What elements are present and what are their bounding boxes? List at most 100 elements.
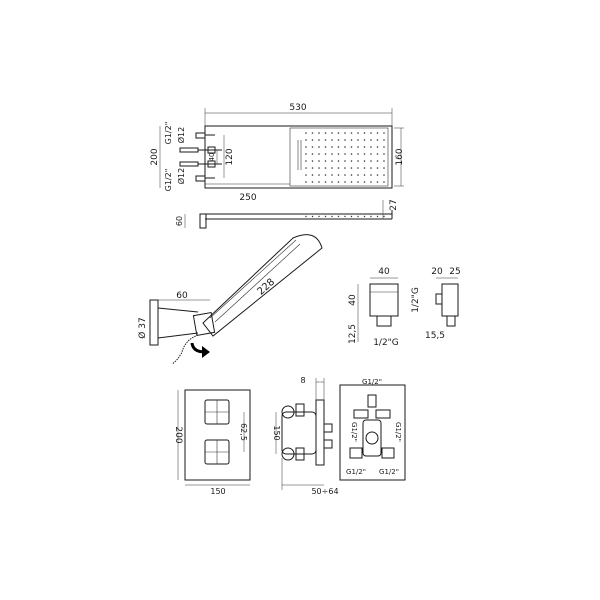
nozzle-dot [376,174,379,176]
mixer-plate [184,389,251,481]
label-outlet-thread: 1/2"G [411,287,421,313]
nozzle-dot [331,132,333,134]
nozzle-dot [350,153,353,155]
dim-37: Ø 37 [137,317,148,338]
nozzle-dot [318,132,320,134]
dim-20: 20 [431,267,443,277]
valve-core [362,419,382,457]
top-nozzle-dot [324,215,327,218]
label-d12-top: Ø12 [176,127,186,143]
nozzle-dot [376,146,379,148]
nozzle-dot [318,160,320,162]
dim-60-holder: 60 [176,291,188,301]
label-valve-bl: G1/2" [346,468,366,476]
nozzle-dot [383,174,385,176]
outlet-bottom [179,161,199,167]
nozzle-dot [305,160,307,162]
outlet-body [441,283,459,317]
mixer-side-view: 8 150 50÷64 [272,376,339,496]
nozzle-dot [337,146,340,148]
nozzle-dot [370,139,372,141]
label-g12-bottom: G1/2" [164,169,173,192]
nozzle-dot [337,153,340,155]
nozzle-dot [357,153,359,155]
nozzle-dot [324,132,327,134]
nozzle-dot [383,167,385,169]
nozzle-dot [311,160,314,162]
nozzle-dot [363,153,366,155]
nozzle-dot [318,139,320,141]
dim-120: 120 [225,148,235,165]
nozzle-dot [305,153,307,155]
elbow-body [369,283,399,317]
dim-50-64: 50÷64 [311,487,338,496]
nozzle-dot [357,139,359,141]
top-nozzle-dot [305,215,307,218]
valve-frame [339,384,406,481]
dim-60-depth: 60 [175,216,184,226]
shower-panel-top-view: 60 27 [175,199,399,229]
nozzle-dot [311,167,314,169]
nozzle-dot [357,181,359,183]
nozzle-dot [344,167,346,169]
top-nozzle-dot [350,215,353,218]
nozzle-dot [363,146,366,148]
nozzle-dot [318,146,320,148]
nozzle-dot [331,139,333,141]
top-nozzle-dot [357,215,359,218]
nozzle-dot [363,174,366,176]
label-elbow-thread: 1/2"G [373,338,399,348]
dim-40-elbow-w: 40 [378,267,390,277]
dim-250: 250 [239,193,256,203]
nozzle-dot [318,153,320,155]
nozzle-dot [376,181,379,183]
top-nozzle-dot [370,215,372,218]
nozzle-dot [350,146,353,148]
nozzle-dot [311,181,314,183]
nozzle-dot [383,132,385,134]
nozzle-dot [324,167,327,169]
inlet-bottom [195,175,206,182]
nozzle-dot [344,146,346,148]
nozzle-dot [311,146,314,148]
top-nozzle-dot [331,215,333,218]
nozzle-dot [331,153,333,155]
top-view-nozzles [305,215,385,218]
hand-shower: 60 228 Ø 37 [137,234,323,365]
nozzle-dot [344,153,346,155]
nozzle-dot [383,153,385,155]
top-nozzle-dot [337,215,340,218]
nozzle-dot [363,167,366,169]
nozzle-dot [350,167,353,169]
nozzle-dot [363,132,366,134]
label-d12-bottom: Ø12 [176,168,186,184]
nozzle-dot [376,167,379,169]
nozzle-dot [337,181,340,183]
dim-62-5: 62,5 [239,423,248,441]
nozzle-dot [357,167,359,169]
nozzle-dot [370,146,372,148]
mixer-plate-front: 200 150 62,5 [173,389,251,496]
dim-40-panel: 40 [208,153,216,162]
nozzle-dot [318,167,320,169]
label-valve-right: G1/2" [394,422,402,442]
wall-bracket [199,213,207,229]
nozzle-dot [337,132,340,134]
nozzle-dot [311,153,314,155]
valve-body-side [281,411,317,455]
nozzle-dot [331,167,333,169]
valve-inlet-left [349,447,363,459]
nozzle-dot [318,181,320,183]
elbow-thread [376,315,392,327]
nozzle-dot [305,132,307,134]
nozzle-dot [357,160,359,162]
nozzle-dot [357,146,359,148]
top-nozzle-dot [311,215,314,218]
nozzle-dot [363,160,366,162]
nozzle-dot [311,139,314,141]
nozzle-dot [324,139,327,141]
nozzle-dot [370,153,372,155]
dim-150-plate: 150 [210,487,225,496]
nozzle-dot [370,132,372,134]
outlet-top [179,147,199,153]
